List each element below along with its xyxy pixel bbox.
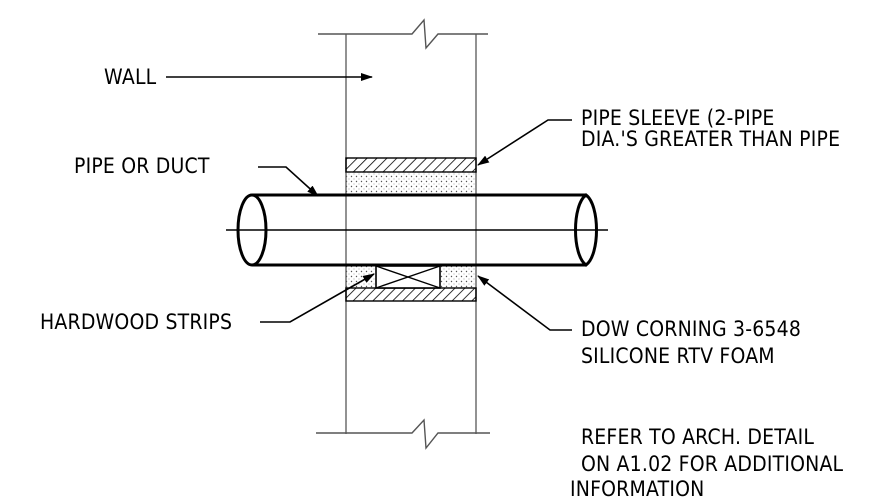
pipe-sleeve-label-line2: DIA.'S GREATER THAN PIPE (581, 127, 841, 151)
hardwood-strips-leader (260, 273, 375, 323)
wall-top-break-line (318, 18, 488, 50)
pipe-sleeve-top (345, 157, 477, 194)
pipe (226, 193, 608, 267)
pipe-or-duct-label: PIPE OR DUCT (74, 154, 210, 178)
pipe-sleeve-label-line1: PIPE SLEEVE (2-PIPE (581, 106, 775, 130)
dow-corning-leader (477, 275, 572, 331)
wall-label: WALL (104, 65, 157, 89)
pipe-or-duct-leader (258, 166, 319, 197)
dow-corning-label-line1: DOW CORNING 3-6548 (581, 317, 802, 341)
dow-corning-label-line2: SILICONE RTV FOAM (581, 344, 775, 368)
wall (316, 18, 490, 450)
reference-note-line1: REFER TO ARCH. DETAIL (581, 425, 815, 449)
leaders (166, 73, 572, 331)
reference-note-line2: ON A1.02 FOR ADDITIONAL (581, 452, 844, 476)
wall-bottom-break-line (316, 418, 490, 450)
hardwood-strips-block (375, 265, 441, 289)
pipe-sleeve-leader (477, 119, 572, 166)
hardwood-strips-label: HARDWOOD STRIPS (40, 310, 233, 334)
reference-note-line3: INFORMATION (570, 477, 705, 501)
